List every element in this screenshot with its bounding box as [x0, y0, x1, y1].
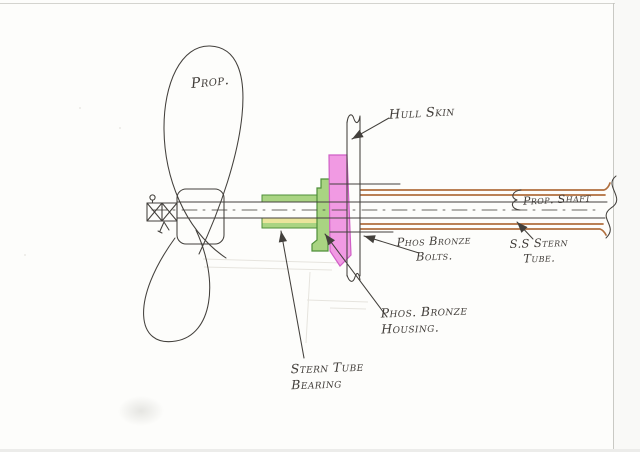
shaft-break-squiggle	[605, 175, 618, 239]
pencil-construction-lines	[24, 107, 369, 344]
nut-box	[161, 202, 178, 222]
arrowhead-hull-skin	[352, 129, 364, 139]
stern-tube-bearing-part	[261, 178, 334, 252]
pencil-line	[305, 271, 311, 344]
label-stern-tube-bearing: Stern Tube Bearing	[290, 358, 364, 393]
label-brace-curl	[511, 189, 522, 211]
split-pin-legs	[157, 221, 170, 234]
stern-tube-line	[360, 228, 607, 236]
label-phos-bronze-bolts: Phos Bronze Bolts.	[396, 232, 472, 264]
housing-leader	[324, 233, 388, 318]
scan-right-edge-line	[613, 3, 614, 452]
ink-layer	[143, 45, 618, 359]
bearing-sleeve-yellow-stripe	[262, 218, 318, 223]
prop-nut	[146, 194, 178, 234]
paper-speck	[119, 127, 121, 129]
stern-tube-line	[360, 182, 611, 191]
pencil-line	[203, 266, 333, 271]
arrowhead-bearing	[278, 231, 288, 243]
scan-background-edge	[614, 0, 640, 452]
hull-skin-part	[346, 114, 361, 282]
prop-shaft-part	[151, 201, 608, 219]
label-hull-skin: Hull Skin	[388, 104, 455, 123]
split-pin-head	[149, 194, 156, 201]
paper-speck	[79, 107, 81, 109]
label-ss-stern-tube: S.S Stern Tube.	[509, 234, 569, 266]
nut-cross-hatch	[146, 202, 178, 222]
paper-speck	[24, 254, 26, 256]
arrowhead-bolts	[364, 235, 376, 244]
bearing-sleeve-bottom-band	[262, 223, 318, 228]
scan-bottom-edge	[0, 449, 640, 452]
pencil-smudge	[118, 396, 164, 426]
propeller	[143, 45, 244, 343]
bolt-lines	[329, 183, 401, 233]
scan-top-edge-line	[0, 3, 615, 4]
phos-bronze-housing-part	[328, 154, 352, 267]
label-phos-bronze-housing: Phos. Bronze Housing.	[380, 302, 468, 337]
bearing-sleeve-top-band	[261, 194, 319, 203]
leader-arrowheads	[278, 129, 528, 246]
propeller-upper-blade	[163, 45, 244, 259]
arrowhead-housing	[325, 234, 335, 246]
bearing-leader	[280, 230, 305, 359]
pencil-line	[329, 307, 367, 310]
pencil-line	[306, 299, 369, 303]
hull-skin-top-break	[346, 114, 361, 124]
stern-tube-part	[360, 182, 611, 236]
arrowhead-stern-tube	[517, 222, 528, 233]
propeller-lower-blade	[143, 229, 211, 343]
pencil-line	[202, 258, 344, 264]
hull-skin-bottom-break	[346, 272, 361, 282]
